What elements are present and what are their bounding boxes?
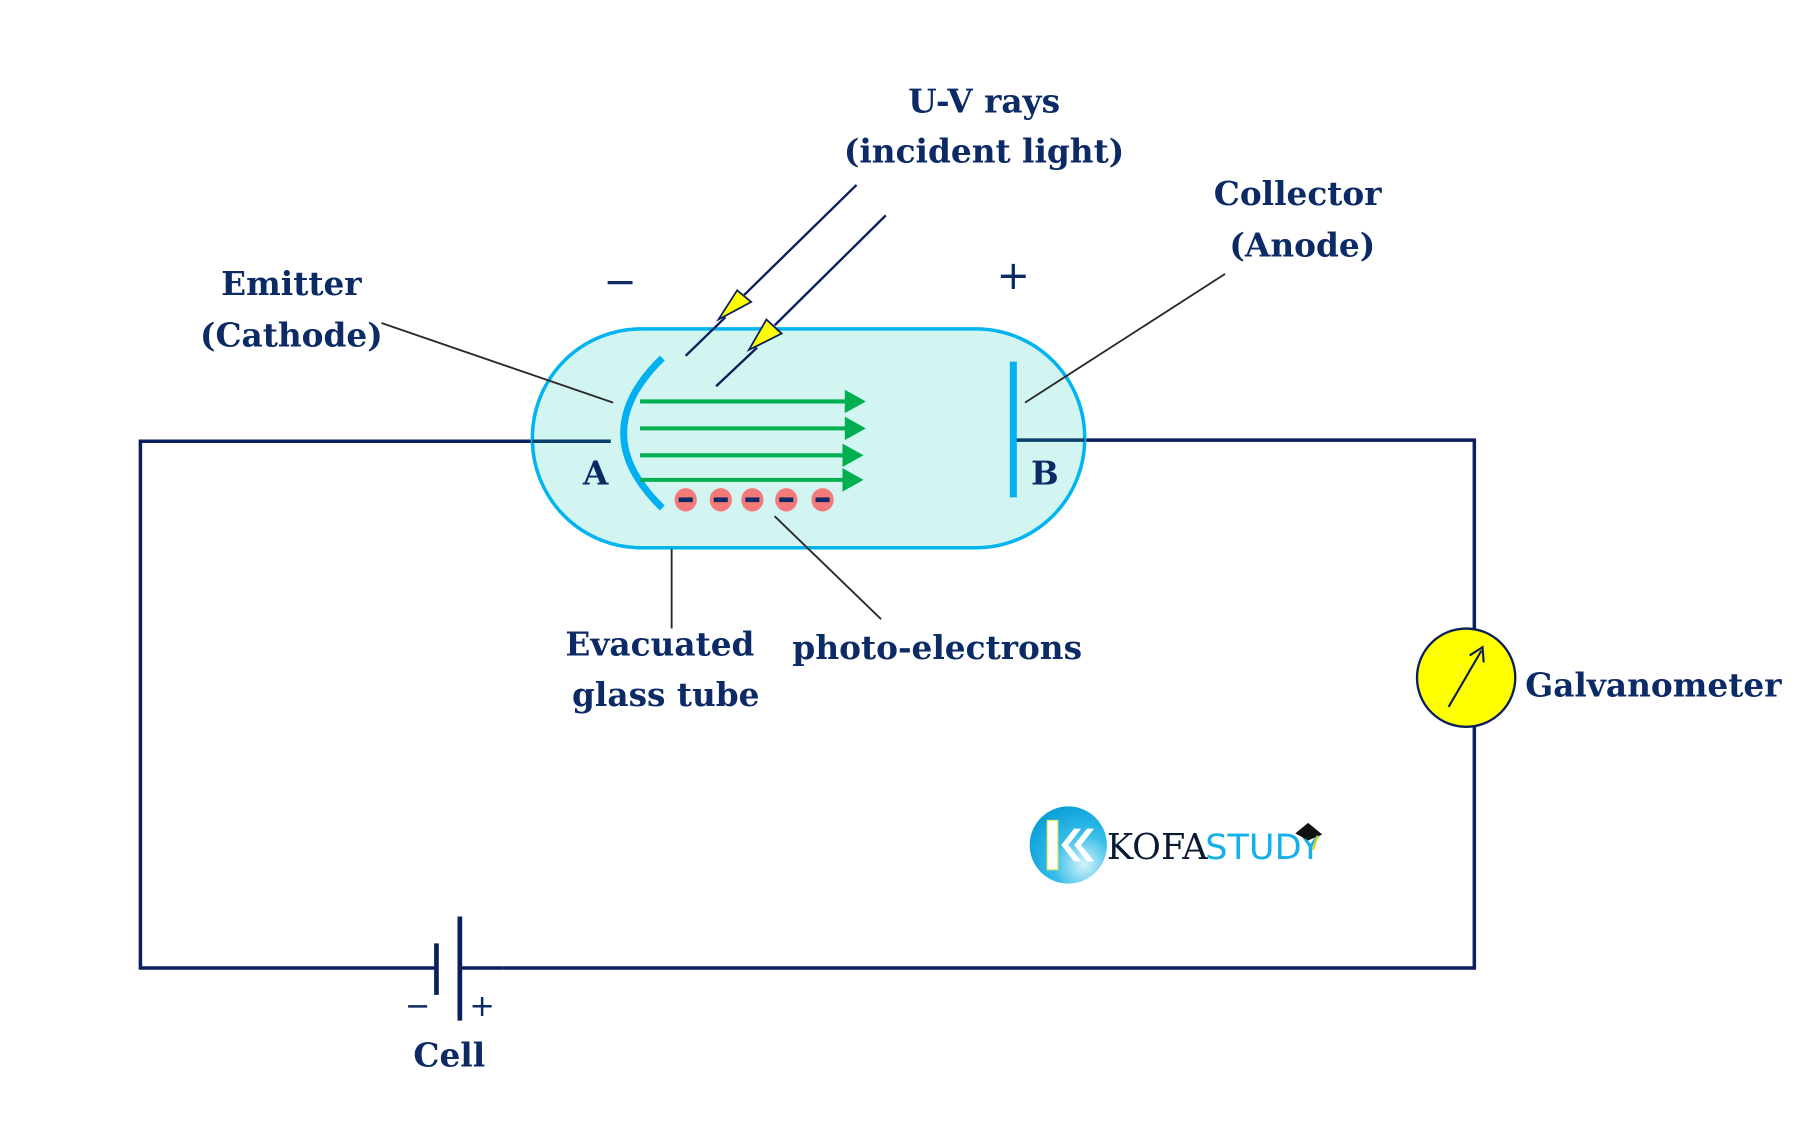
electron	[811, 488, 834, 512]
circuit-wires	[138, 438, 1477, 970]
electron-flow-arrows	[640, 389, 866, 492]
flow-arrow	[640, 443, 864, 468]
galvanometer-label: Galvanometer	[1525, 665, 1782, 704]
flow-arrow	[640, 389, 866, 414]
uv-ray-arrow	[684, 184, 858, 357]
kofastudy-logo: KOFA STUDY	[1029, 806, 1323, 884]
uv-ray-arrow	[715, 214, 887, 388]
emitter-label: Emitter	[221, 264, 362, 303]
uv-rays	[684, 184, 887, 388]
terminal-b-label: B	[1031, 454, 1059, 493]
electron	[674, 488, 697, 512]
incident-light-label: (incident light)	[844, 132, 1124, 171]
glass-tube-label: glass tube	[572, 675, 759, 714]
cell-label: Cell	[413, 1035, 485, 1074]
electron	[709, 488, 732, 512]
anode-label: (Anode)	[1229, 225, 1375, 264]
anode-positive-sign: +	[997, 253, 1030, 299]
photo-electrons	[674, 488, 834, 512]
cathode-label: (Cathode)	[200, 315, 383, 354]
electron	[741, 488, 764, 512]
evacuated-glass-tube	[530, 327, 1087, 550]
evacuated-label: Evacuated	[565, 624, 754, 663]
collector-label: Collector	[1214, 174, 1383, 213]
terminal-a-label: A	[582, 454, 609, 493]
cathode-emitter	[620, 355, 665, 511]
flow-arrow	[640, 468, 864, 492]
leader-lines	[381, 273, 1226, 629]
cathode-negative-sign: −	[603, 259, 636, 305]
uv-rays-label: U-V rays	[908, 81, 1060, 120]
logo-text-kofa: KOFA	[1107, 827, 1208, 868]
cell-minus-sign: −	[405, 989, 430, 1024]
cell-symbol	[395, 916, 504, 1021]
galvanometer	[1415, 627, 1517, 729]
photo-electrons-label: photo-electrons	[792, 628, 1082, 667]
flow-arrow	[640, 416, 866, 441]
graduation-cap-icon	[1295, 822, 1323, 851]
galvanometer-needle	[1447, 650, 1483, 708]
electron	[775, 488, 798, 512]
cell-plus-sign: +	[469, 989, 494, 1024]
